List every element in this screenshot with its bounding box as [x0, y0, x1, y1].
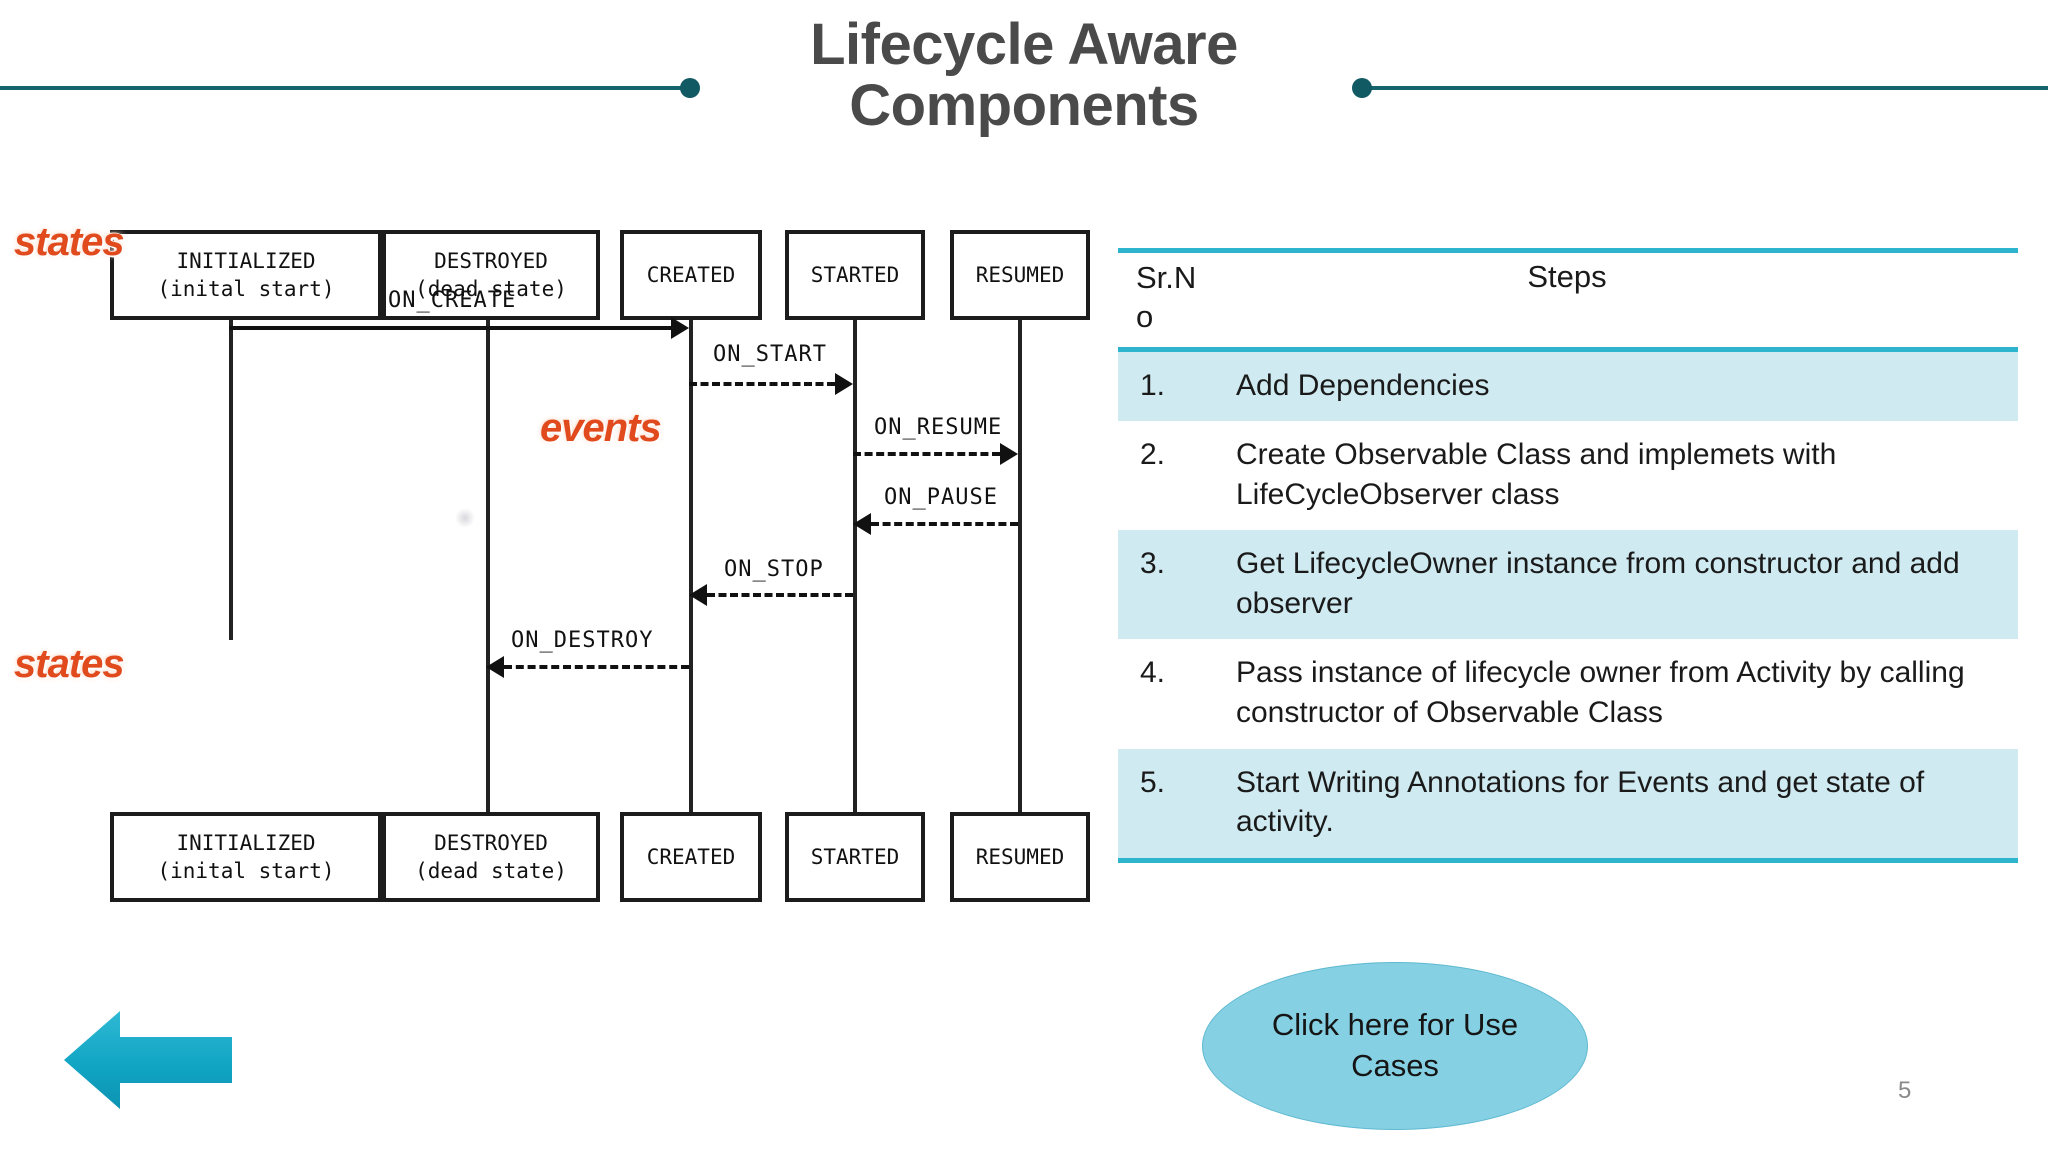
page-title: Lifecycle Aware Components — [624, 14, 1424, 137]
state-name: INITIALIZED — [176, 248, 316, 273]
table-header-rule — [1118, 346, 2018, 352]
state-sub: (dead state) — [415, 277, 567, 301]
event-line-on-stop — [707, 593, 853, 597]
table-header-srno: Sr.N o — [1118, 259, 1236, 337]
table-top-rule — [1118, 248, 2018, 253]
table-cell-step: Add Dependencies — [1236, 368, 1490, 402]
table-row[interactable]: 4. Pass instance of lifecycle owner from… — [1118, 639, 2018, 748]
table-row[interactable]: 3. Get LifecycleOwner instance from cons… — [1118, 530, 2018, 640]
state-box-initialized-bottom: INITIALIZED (inital start) — [110, 812, 382, 902]
state-name: CREATED — [646, 262, 736, 287]
state-name: RESUMED — [975, 844, 1065, 869]
states-label-top: states — [14, 220, 125, 264]
state-sub: (dead state) — [415, 859, 567, 883]
state-box-created-top: CREATED — [620, 230, 762, 320]
image-artifact-smudge — [455, 508, 475, 528]
lifeline-started — [853, 320, 857, 812]
event-line-on-start — [689, 382, 835, 386]
state-name: INITIALIZED — [176, 830, 316, 855]
state-sub: (inital start) — [157, 859, 335, 883]
table-cell-step: Create Observable Class and implemets wi… — [1236, 438, 1837, 511]
event-arrowhead-on-resume — [1000, 443, 1018, 465]
state-name: CREATED — [646, 844, 736, 869]
event-line-on-create — [229, 326, 671, 330]
event-arrowhead-on-create — [671, 317, 689, 339]
table-header-srno-line1: Sr.N — [1136, 260, 1197, 295]
state-box-destroyed-top: DESTROYED (dead state) — [382, 230, 600, 320]
lifeline-destroyed — [486, 320, 490, 812]
table-cell-step: Get LifecycleOwner instance from constru… — [1236, 547, 1960, 620]
state-box-started-bottom: STARTED — [785, 812, 925, 902]
title-rule-left — [0, 86, 690, 90]
back-arrow-button[interactable] — [62, 1005, 234, 1115]
table-row[interactable]: 2. Create Observable Class and implemets… — [1118, 421, 2018, 530]
states-label-bottom: states — [14, 642, 125, 686]
state-box-started-top: STARTED — [785, 230, 925, 320]
table-cell-num: 1. — [1140, 368, 1166, 402]
event-label-on-create: ON_CREATE — [388, 288, 517, 313]
event-label-on-start: ON_START — [713, 342, 827, 367]
table-row[interactable]: 1. Add Dependencies — [1118, 351, 2018, 422]
event-arrowhead-on-stop — [689, 584, 707, 606]
state-box-resumed-bottom: RESUMED — [950, 812, 1090, 902]
title-rule-right — [1360, 86, 2048, 90]
table-cell-num: 2. — [1140, 438, 1166, 472]
state-sub: (inital start) — [157, 277, 335, 301]
title-dot-left-icon — [680, 78, 700, 98]
table-cell-step: Start Writing Annotations for Events and… — [1236, 765, 1925, 839]
table-row[interactable]: 5. Start Writing Annotations for Events … — [1118, 748, 2018, 858]
table-cell-step: Pass instance of lifecycle owner from Ac… — [1236, 656, 1965, 730]
arrow-left-icon — [64, 1011, 232, 1109]
event-arrowhead-on-pause — [853, 513, 871, 535]
lifecycle-sequence-diagram: INITIALIZED (inital start) DESTROYED (de… — [0, 220, 1115, 950]
state-box-resumed-top: RESUMED — [950, 230, 1090, 320]
event-line-on-destroy — [504, 665, 689, 669]
event-label-on-pause: ON_PAUSE — [884, 485, 998, 510]
state-box-initialized-top: INITIALIZED (inital start) — [110, 230, 382, 320]
state-name: RESUMED — [975, 262, 1065, 287]
event-line-on-resume — [853, 452, 1000, 456]
state-box-created-bottom: CREATED — [620, 812, 762, 902]
table-cell-num: 5. — [1140, 765, 1166, 799]
lifeline-created — [689, 320, 693, 812]
event-label-on-resume: ON_RESUME — [874, 415, 1003, 440]
lifeline-resumed — [1018, 320, 1022, 812]
state-name: STARTED — [810, 844, 900, 869]
table-cell-num: 3. — [1140, 547, 1166, 581]
page-number: 5 — [1898, 1077, 1912, 1104]
table-cell-num: 4. — [1140, 656, 1166, 690]
state-name: DESTROYED — [434, 830, 548, 855]
event-label-on-stop: ON_STOP — [724, 557, 824, 582]
page-title-line-2: Components — [849, 73, 1199, 139]
event-arrowhead-on-destroy — [486, 656, 504, 678]
table-header-srno-line2: o — [1136, 298, 1154, 334]
event-arrowhead-on-start — [835, 373, 853, 395]
table-header-row: Sr.N o Steps — [1118, 253, 2018, 347]
events-label: events — [540, 406, 662, 450]
event-line-on-pause — [871, 522, 1018, 526]
state-name: DESTROYED — [434, 248, 548, 273]
table-bottom-rule — [1118, 857, 2018, 863]
state-name: STARTED — [810, 262, 900, 287]
state-box-destroyed-bottom: DESTROYED (dead state) — [382, 812, 600, 902]
title-dot-right-icon — [1352, 78, 1372, 98]
slide-title-block: Lifecycle Aware Components — [0, 0, 2048, 180]
page-title-line-1: Lifecycle Aware — [810, 12, 1238, 77]
use-cases-button[interactable]: Click here for Use Cases — [1202, 962, 1588, 1130]
event-label-on-destroy: ON_DESTROY — [511, 628, 654, 653]
lifeline-initialized — [229, 320, 233, 640]
steps-table: Sr.N o Steps 1. Add Dependencies 2. Crea… — [1118, 248, 2018, 863]
table-header-steps: Steps — [1527, 259, 1607, 294]
